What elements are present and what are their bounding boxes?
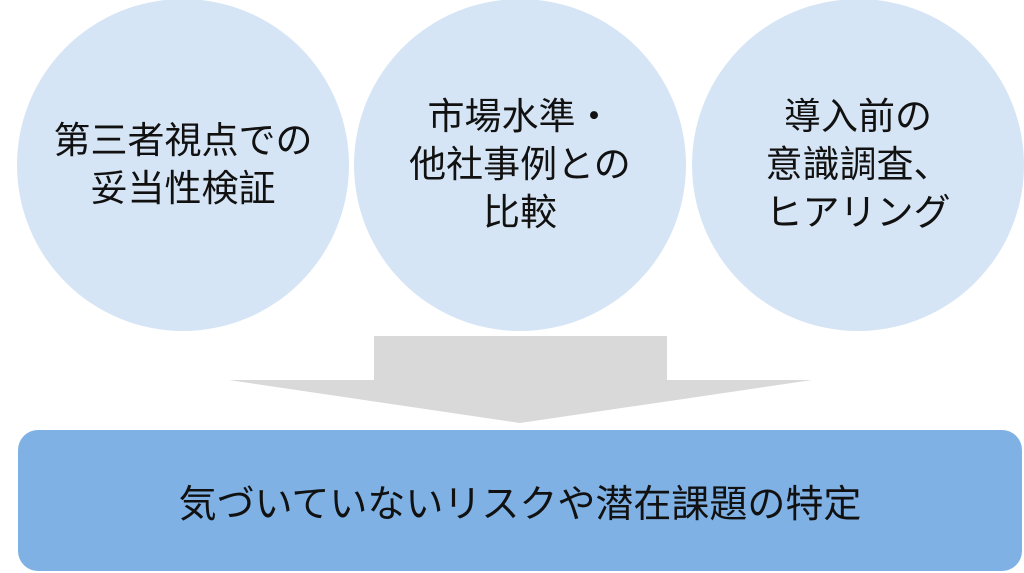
- label-line: ヒアリング: [765, 191, 951, 234]
- circle-label: 市場水準・ 他社事例との 比較: [409, 93, 631, 237]
- label-line: 第三者視点での: [53, 119, 313, 162]
- label-line: 妥当性検証: [90, 167, 276, 210]
- circle-label: 第三者視点での 妥当性検証: [54, 117, 313, 213]
- result-label: 気づいていないリスクや潜在課題の特定: [178, 482, 862, 526]
- circle-market-comparison: 市場水準・ 他社事例との 比較: [354, 0, 686, 331]
- label-line: 導入前の: [784, 95, 932, 138]
- result-box: 気づいていないリスクや潜在課題の特定: [18, 430, 1022, 571]
- circle-third-party-validation: 第三者視点での 妥当性検証: [17, 0, 349, 331]
- circle-pre-survey: 導入前の 意識調査、 ヒアリング: [692, 0, 1024, 331]
- label-line: 比較: [482, 191, 557, 234]
- circle-label: 導入前の 意識調査、 ヒアリング: [766, 93, 951, 237]
- label-line: 意識調査、: [765, 143, 951, 186]
- arrow-shape: [229, 336, 812, 423]
- label-line: 市場水準・: [427, 95, 613, 138]
- label-line: 他社事例との: [409, 143, 631, 186]
